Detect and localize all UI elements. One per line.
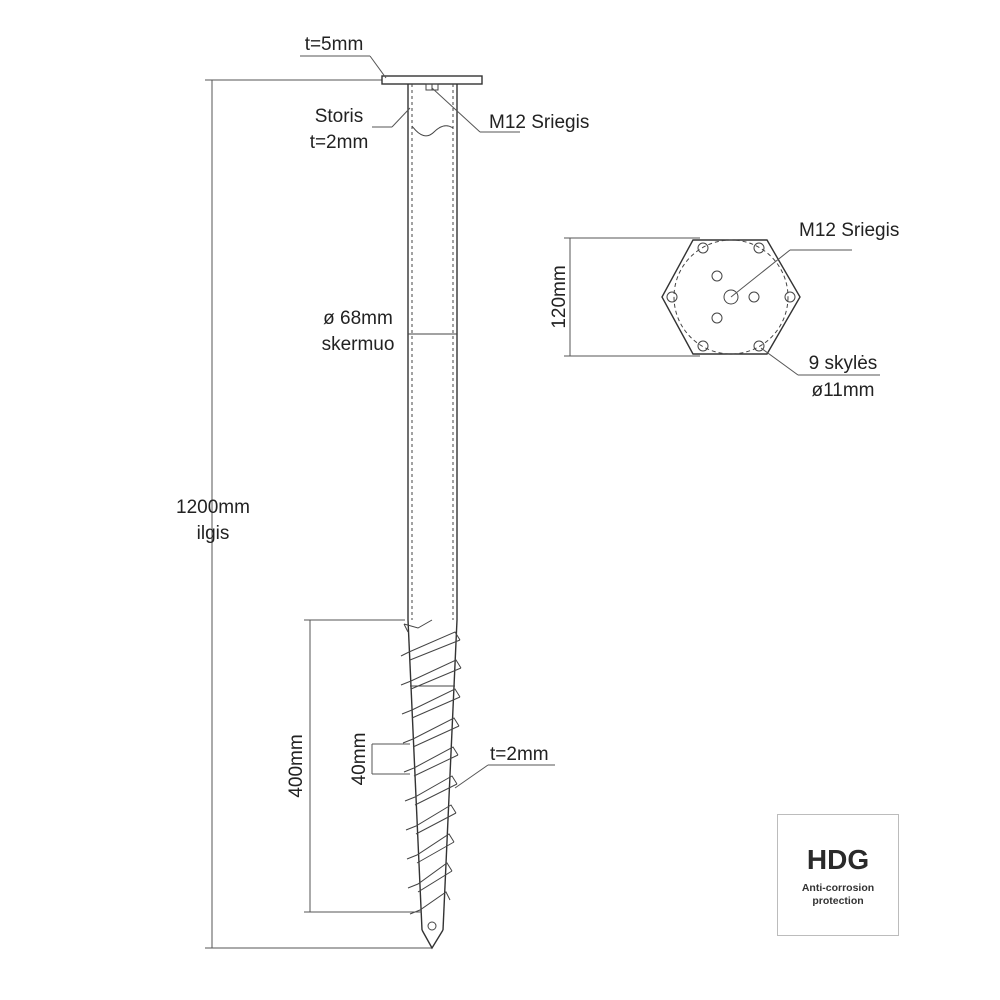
hdg-title: HDG	[806, 844, 870, 876]
thread-top-label: M12 Sriegis	[489, 112, 589, 133]
pitch-label: 40mm	[349, 733, 370, 786]
plate-thickness-label: t=5mm	[305, 34, 364, 55]
diameter-label-2: skermuo	[322, 334, 395, 355]
length-label-2: ilgis	[197, 523, 230, 544]
helix-thickness-leader	[454, 764, 555, 789]
wall-thickness-label-1: Storis	[315, 106, 364, 127]
pitch-dimension	[371, 743, 410, 775]
thread-plate-leader	[730, 249, 852, 298]
holes-label-1: 9 skylės	[809, 353, 878, 374]
tube	[407, 84, 458, 620]
helix-section	[400, 619, 462, 950]
thread-top-leader	[431, 87, 520, 133]
hdg-subtitle-line-2: protection	[812, 895, 864, 907]
length-label-1: 1200mm	[176, 497, 250, 518]
helix-length-dimension	[304, 619, 422, 913]
holes-leader	[760, 347, 880, 376]
thread-plate-label: M12 Sriegis	[799, 220, 899, 241]
plate-thickness-leader	[300, 55, 387, 79]
plate-size-dimension	[564, 237, 700, 357]
wall-thickness-label-2: t=2mm	[310, 132, 369, 153]
hdg-subtitle-line-1: Anti-corrosion	[801, 882, 875, 895]
hdg-badge: HDG Anti-corrosion protection	[777, 814, 899, 936]
diameter-label-1: ø 68mm	[323, 308, 393, 329]
length-dimension	[205, 79, 432, 949]
hdg-subtitle: Anti-corrosion protection	[802, 882, 874, 907]
plate-size-label: 120mm	[549, 265, 570, 328]
wall-thickness-leader	[372, 107, 411, 128]
hex-plate-view	[661, 239, 801, 355]
helix-length-label: 400mm	[286, 734, 307, 797]
holes-label-2: ø11mm	[812, 380, 875, 401]
top-plate	[381, 75, 483, 91]
helix-thickness-label: t=2mm	[490, 744, 549, 765]
